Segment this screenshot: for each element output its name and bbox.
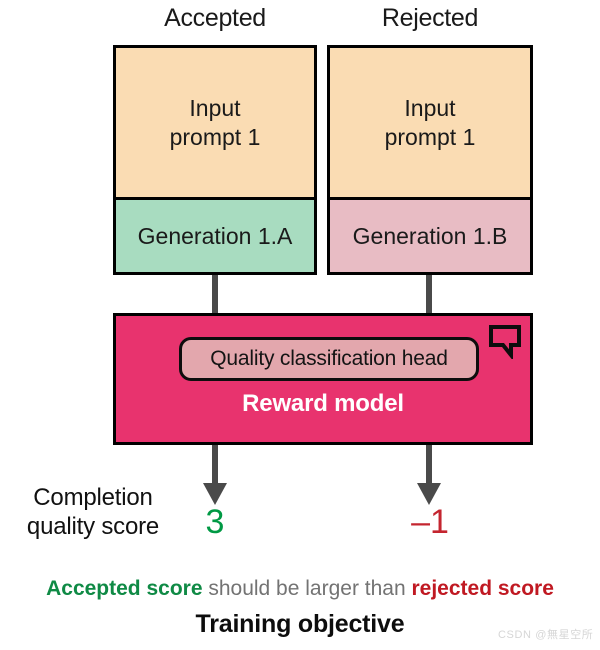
score-value-accepted: 3	[205, 503, 225, 541]
csdn-watermark: CSDN @無星空所	[498, 629, 594, 641]
objective-middle-text: should be larger than	[202, 577, 412, 600]
column-heading-accepted: Accepted	[164, 4, 266, 32]
connector-accepted-to-reward-model	[212, 275, 218, 315]
prompt-line-1: Input	[189, 94, 241, 121]
score-value-rejected: –1	[411, 503, 449, 541]
objective-rejected-text: rejected score	[411, 577, 554, 600]
sample-card-accepted: Input prompt 1 Generation 1.A	[113, 45, 317, 275]
output-arrow-rejected	[417, 445, 441, 505]
training-objective-title: Training objective	[195, 610, 405, 638]
prompt-line-1: Input	[404, 94, 456, 121]
generation-box-accepted: Generation 1.A	[116, 200, 314, 272]
prompt-box-accepted: Input prompt 1	[116, 48, 314, 200]
sample-card-rejected: Input prompt 1 Generation 1.B	[327, 45, 533, 275]
objective-accepted-text: Accepted score	[46, 577, 203, 600]
score-label-line-1: Completion	[33, 484, 153, 511]
training-objective-statement: Accepted score should be larger than rej…	[0, 578, 600, 599]
completion-quality-score-label: Completion quality score	[4, 483, 182, 542]
prompt-box-rejected: Input prompt 1	[330, 48, 530, 200]
column-heading-rejected: Rejected	[381, 4, 479, 32]
connector-rejected-to-reward-model	[426, 275, 432, 315]
score-label-line-2: quality score	[26, 513, 160, 541]
output-arrow-accepted	[203, 445, 227, 505]
reward-model-title: Reward model	[242, 390, 404, 417]
reward-model-box: Quality classification head Reward model	[113, 313, 533, 445]
generation-box-rejected: Generation 1.B	[330, 200, 530, 272]
prompt-line-2: prompt 1	[169, 123, 261, 150]
speech-bubble-icon	[489, 325, 521, 359]
quality-classification-head: Quality classification head	[179, 337, 479, 381]
prompt-line-2: prompt 1	[384, 123, 476, 150]
